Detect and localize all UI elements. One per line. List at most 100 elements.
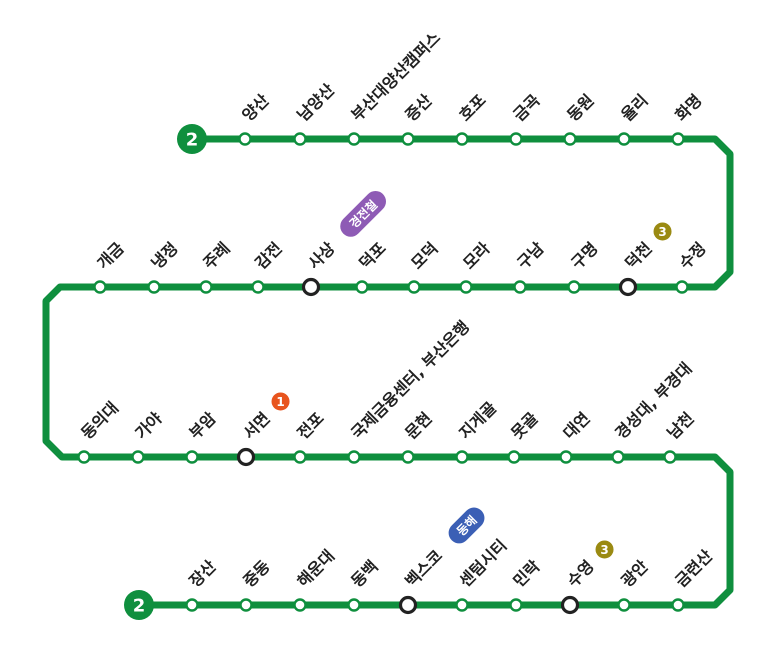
transfer-station-marker[interactable] (236, 447, 256, 467)
station-marker[interactable] (611, 450, 625, 464)
station-marker[interactable] (509, 132, 523, 146)
station-marker[interactable] (77, 450, 91, 464)
transfer-station-marker[interactable] (560, 595, 580, 615)
station-marker[interactable] (251, 280, 265, 294)
station-marker[interactable] (93, 280, 107, 294)
transfer-line-badge: 3 (653, 222, 672, 241)
station-label: 구남 (513, 238, 547, 272)
station-label: 율리 (617, 91, 651, 125)
station-label: 못골 (507, 408, 541, 442)
transfer-line-badge: 1 (271, 392, 290, 411)
station-marker[interactable] (559, 450, 573, 464)
station-label: 개금 (93, 238, 127, 272)
station-marker[interactable] (671, 132, 685, 146)
station-label: 증산 (401, 90, 435, 124)
station-label: 대연 (559, 409, 593, 443)
station-3[interactable]: 부산대양산캠퍼스 (347, 28, 444, 146)
station-marker[interactable] (455, 450, 469, 464)
station-marker[interactable] (293, 132, 307, 146)
station-marker[interactable] (293, 598, 307, 612)
station-label: 수영 (563, 557, 597, 591)
station-label: 주례 (199, 239, 233, 273)
station-marker[interactable] (509, 598, 523, 612)
station-41[interactable]: 해운대 (293, 546, 338, 612)
station-marker[interactable] (507, 450, 521, 464)
station-marker[interactable] (293, 450, 307, 464)
station-marker[interactable] (238, 132, 252, 146)
station-marker[interactable] (459, 280, 473, 294)
station-marker[interactable] (239, 598, 253, 612)
station-29[interactable]: 지게골 (455, 398, 500, 464)
station-label: 감전 (251, 239, 285, 273)
line-number-label: 2 (186, 130, 199, 151)
station-label: 지게골 (455, 398, 500, 443)
station-5[interactable]: 호포 (455, 90, 490, 146)
station-marker[interactable] (185, 598, 199, 612)
station-label: 남양산 (293, 80, 338, 125)
station-label: 동백 (347, 557, 381, 591)
line-number-label: 2 (133, 596, 146, 617)
station-label: 수정 (675, 239, 709, 273)
station-label: 덕천 (621, 239, 655, 273)
station-marker[interactable] (455, 598, 469, 612)
station-label: 남천 (663, 409, 697, 443)
transfer-station-marker[interactable] (618, 277, 638, 297)
station-marker[interactable] (401, 450, 415, 464)
station-label: 중동 (239, 556, 273, 590)
station-label: 구명 (567, 239, 601, 273)
line2-terminal-badge-bottom: 2 (124, 590, 154, 620)
station-label: 벡스코 (401, 546, 446, 591)
line2-terminal-badge-top: 2 (177, 124, 207, 154)
station-27[interactable]: 국제금융센터, 부산은행 (347, 317, 473, 464)
station-marker[interactable] (675, 280, 689, 294)
svg-text:3: 3 (600, 543, 608, 557)
station-label: 양산 (238, 90, 272, 124)
station-label: 금곡 (509, 90, 543, 124)
station-label: 금련산 (671, 546, 716, 591)
station-label: 가야 (131, 408, 165, 442)
station-label: 모덕 (407, 239, 441, 273)
station-marker[interactable] (567, 280, 581, 294)
station-label: 민락 (509, 556, 543, 590)
station-marker[interactable] (407, 280, 421, 294)
station-marker[interactable] (131, 450, 145, 464)
station-marker[interactable] (347, 132, 361, 146)
station-34[interactable]: 금련산 (671, 546, 716, 612)
station-label: 호포 (455, 90, 489, 124)
station-label: 부암 (185, 408, 219, 442)
transfer-line-badge: 동해 (448, 507, 485, 544)
station-label: 화명 (671, 91, 705, 125)
svg-text:3: 3 (658, 225, 666, 239)
transfer-station-marker[interactable] (398, 595, 418, 615)
station-label: 냉정 (147, 239, 181, 273)
station-marker[interactable] (199, 280, 213, 294)
station-marker[interactable] (455, 132, 469, 146)
station-marker[interactable] (347, 450, 361, 464)
station-label: 서면 (239, 409, 273, 443)
station-marker[interactable] (617, 132, 631, 146)
station-marker[interactable] (663, 450, 677, 464)
station-marker[interactable] (401, 132, 415, 146)
station-label: 덕포 (355, 238, 389, 272)
station-38[interactable]: 센텀시티 (455, 536, 510, 612)
station-marker[interactable] (513, 280, 527, 294)
station-marker[interactable] (147, 280, 161, 294)
station-marker[interactable] (671, 598, 685, 612)
station-label: 센텀시티 (455, 536, 510, 591)
line2-track (42, 135, 734, 609)
station-marker[interactable] (617, 598, 631, 612)
transfer-line-badge: 경전철 (340, 190, 387, 237)
station-2[interactable]: 남양산 (293, 80, 338, 146)
transfer-line-badge: 3 (595, 540, 614, 559)
transfer-station-marker[interactable] (301, 277, 321, 297)
station-22[interactable]: 동의대 (77, 398, 122, 464)
station-label: 부산대양산캠퍼스 (347, 28, 444, 125)
station-marker[interactable] (347, 598, 361, 612)
station-label: 동의대 (77, 398, 122, 443)
station-label: 동원 (563, 91, 597, 125)
station-label: 해운대 (293, 546, 338, 591)
station-marker[interactable] (185, 450, 199, 464)
station-marker[interactable] (563, 132, 577, 146)
station-marker[interactable] (355, 280, 369, 294)
